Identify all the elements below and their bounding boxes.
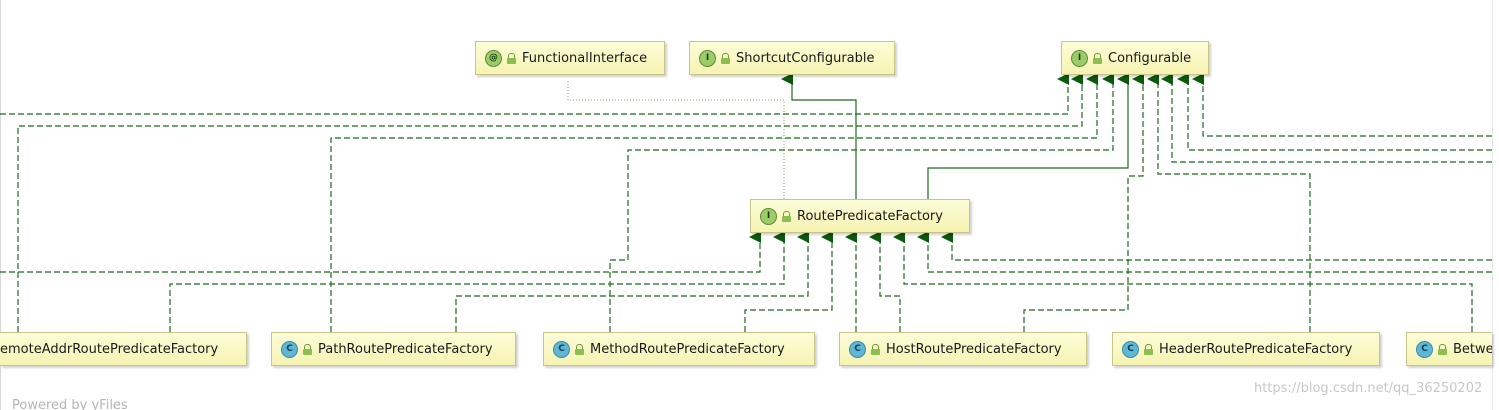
node-path-route-predicate-factory[interactable]: C PathRoutePredicateFactory [271, 332, 516, 366]
node-label: RoutePredicateFactory [797, 208, 943, 224]
class-icon: C [1122, 340, 1139, 358]
edge-remoteaddr-rpf [169, 231, 785, 332]
edge-rpf-functionalinterface [567, 79, 785, 199]
node-shortcut-configurable[interactable]: I ShortcutConfigurable [689, 41, 895, 75]
interface-icon: I [1071, 49, 1088, 67]
edge-header-configurable-b [1147, 73, 1311, 332]
edge-hostb-rpf [869, 231, 901, 332]
node-label: Betwe [1453, 341, 1492, 357]
lock-icon [1144, 343, 1153, 355]
node-label: ShortcutConfigurable [736, 50, 875, 66]
watermark: https://blog.csdn.net/qq_36250202 [1254, 381, 1483, 396]
node-route-predicate-factory[interactable]: I RoutePredicateFactory [750, 199, 970, 233]
edge-method-configurable [609, 73, 1114, 332]
node-label: HeaderRoutePredicateFactory [1159, 341, 1353, 357]
edge-path-configurable [330, 73, 1098, 332]
node-label: MethodRoutePredicateFactory [590, 341, 785, 357]
node-configurable[interactable]: I Configurable [1061, 41, 1209, 75]
edge-right-configurable-1 [1161, 73, 1492, 163]
lock-icon [507, 52, 516, 64]
edge-method-rpf [744, 231, 833, 332]
edge-right-configurable-3 [1192, 73, 1492, 137]
interface-icon: I [699, 49, 716, 67]
node-remote-addr-route-predicate-factory[interactable]: emoteAddrRoutePredicateFactory [0, 332, 247, 366]
edge-left-rpf [0, 231, 761, 273]
edge-right-configurable-2 [1177, 73, 1492, 151]
edge-right-rpf-2 [941, 231, 1492, 261]
left-border [0, 0, 1, 410]
edge-right-rpf-1 [917, 231, 1492, 273]
node-label: emoteAddrRoutePredicateFactory [0, 341, 219, 357]
powered-by-footer: Powered by yFiles [12, 398, 128, 410]
lock-icon [782, 210, 791, 222]
node-host-route-predicate-factory[interactable]: C HostRoutePredicateFactory [839, 332, 1087, 366]
edge-rpf-configurable [927, 73, 1129, 199]
edge-header-configurable-a [1023, 73, 1144, 332]
lock-icon [303, 343, 312, 355]
node-method-route-predicate-factory[interactable]: C MethodRoutePredicateFactory [543, 332, 815, 366]
node-label: PathRoutePredicateFactory [318, 341, 493, 357]
node-label: Configurable [1108, 50, 1192, 66]
edge-remoteaddr-configurable [17, 73, 1083, 332]
annotation-icon: @ [485, 49, 502, 67]
class-icon: C [1416, 340, 1433, 358]
edge-rpf-shortcutconfigurable [781, 73, 857, 199]
node-functional-interface[interactable]: @ FunctionalInterface [475, 41, 665, 75]
interface-icon: I [760, 207, 777, 225]
lock-icon [871, 343, 880, 355]
class-icon: C [281, 340, 298, 358]
class-icon: C [553, 340, 570, 358]
lock-icon [1093, 52, 1102, 64]
node-label: FunctionalInterface [522, 50, 648, 66]
node-header-route-predicate-factory[interactable]: C HeaderRoutePredicateFactory [1112, 332, 1380, 366]
class-icon: C [849, 340, 866, 358]
lock-icon [721, 52, 730, 64]
node-between-route-predicate-factory[interactable]: C Betwe [1406, 332, 1492, 366]
edge-path-rpf [455, 231, 809, 332]
edge-between-rpf [893, 231, 1473, 332]
right-border [1492, 0, 1493, 410]
lock-icon [1438, 343, 1447, 355]
lock-icon [575, 343, 584, 355]
node-label: HostRoutePredicateFactory [886, 341, 1062, 357]
edge-left-configurable-1 [0, 73, 1069, 115]
